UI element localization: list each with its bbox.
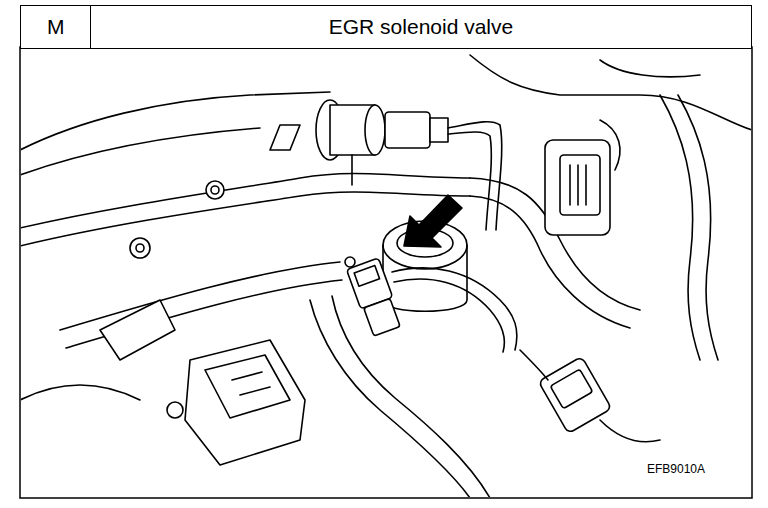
figure-code: EFB9010A (645, 462, 707, 476)
connector (385, 112, 430, 148)
connector (538, 357, 611, 434)
hose (21, 385, 140, 400)
picture-frame (20, 47, 752, 498)
sensor-body (365, 105, 385, 155)
clip (100, 300, 175, 360)
hose (21, 174, 470, 228)
wire (394, 279, 504, 352)
component (185, 340, 305, 465)
valve-connector (354, 266, 379, 287)
connector (550, 369, 592, 409)
valve-connector (364, 298, 401, 336)
wire (600, 120, 620, 170)
component-detail (232, 372, 270, 395)
bolt (130, 238, 150, 258)
connector (560, 155, 600, 215)
manifold-edge (600, 60, 700, 77)
header-text: M (47, 15, 65, 39)
header-title-cell: EGR solenoid valve (90, 5, 752, 49)
wire (392, 268, 517, 350)
connector-pins (570, 165, 586, 205)
pipe (660, 95, 700, 360)
pipe (678, 95, 718, 360)
bolt (345, 257, 355, 267)
component (545, 140, 610, 235)
manifold-edge (21, 128, 260, 175)
pointer-arrow (404, 195, 462, 247)
bracket (270, 125, 300, 150)
wire (520, 350, 548, 380)
hose (332, 296, 490, 497)
manifold-edge (470, 55, 751, 130)
manifold-edge (21, 92, 330, 150)
bolt (211, 186, 219, 194)
component (205, 355, 290, 418)
bolt (136, 244, 144, 252)
pipe (351, 155, 353, 185)
valve-housing (383, 245, 467, 311)
header-text: EGR solenoid valve (329, 15, 513, 39)
wire (600, 420, 660, 442)
header-code-cell: M (20, 5, 92, 49)
connector (430, 118, 448, 142)
bolt (167, 402, 183, 418)
bolt (206, 181, 224, 199)
hose (60, 262, 340, 330)
